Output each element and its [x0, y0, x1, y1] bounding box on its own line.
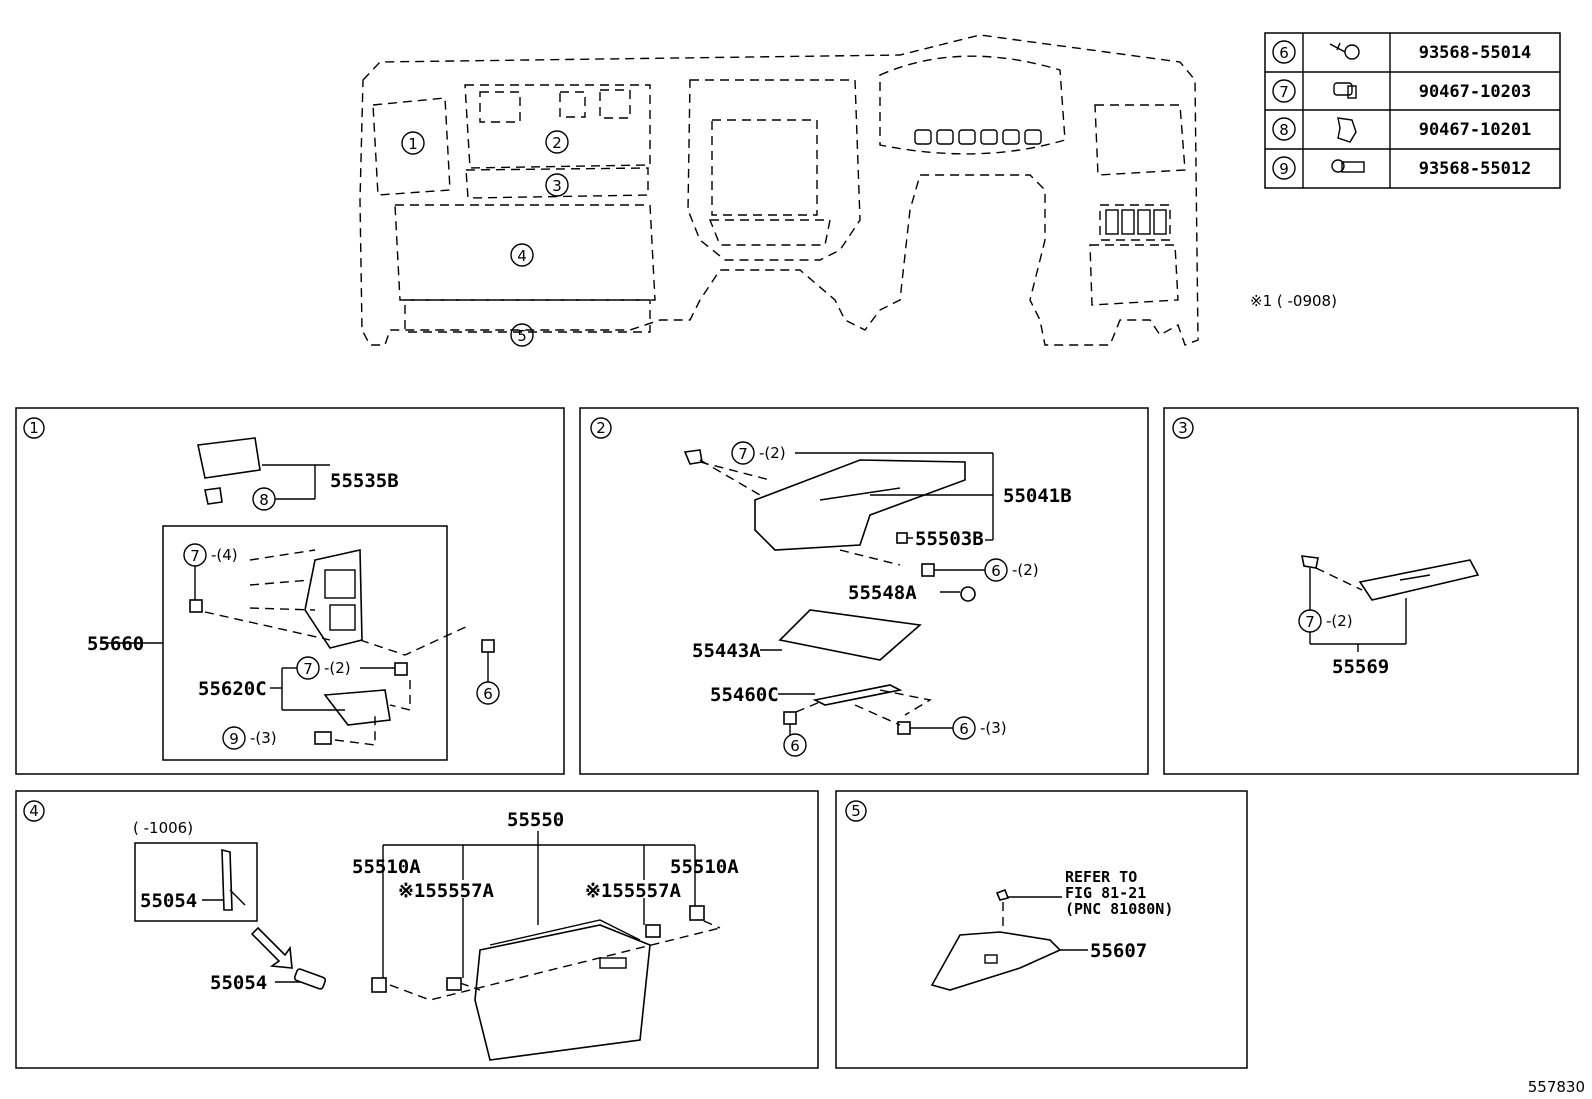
table-ref-9: 9: [1279, 160, 1289, 178]
p3-qty-7: -(2): [1326, 612, 1353, 630]
p4-part-55510A-left: 55510A: [352, 856, 421, 878]
p4-part-55550: 55550: [507, 809, 564, 831]
p4-part-55054b: 55054: [210, 972, 267, 994]
overview-note: ※1 ( -0908): [1250, 292, 1337, 310]
p2-callout-6b: 6: [790, 737, 800, 755]
panel-1: 1 8 55535B 7 -(4) 55660 7 -(2): [15, 407, 565, 775]
bolt-icon: [1331, 159, 1365, 173]
p4-part-55054a: 55054: [140, 890, 197, 912]
overview-callout-2: 2: [545, 130, 569, 154]
svg-text:1: 1: [408, 135, 418, 153]
p4-part-55557A-right: ※155557A: [585, 880, 682, 902]
table-part-6: 93568-55014: [1419, 43, 1532, 63]
overview-callout-4: 4: [510, 243, 534, 267]
instrument-cluster: [879, 55, 1066, 155]
side-trim-part: [197, 437, 261, 479]
p1-callout-6: 6: [483, 685, 493, 703]
side-vent-part: [304, 549, 363, 649]
lower-strip-part: [1358, 559, 1480, 601]
figure-number: 557830: [1528, 1078, 1585, 1096]
p1-qty-9: -(3): [250, 729, 277, 747]
fastener-table: 6 93568-55014 7 90467-10203 8 90467-1020…: [1264, 32, 1561, 189]
p2-part-55503B: 55503B: [915, 528, 984, 550]
lower-cover-part: [930, 931, 1062, 991]
p2-part-55443A: 55443A: [692, 640, 761, 662]
glove-box-area: [394, 204, 656, 301]
replacement-arrow-icon: [250, 926, 293, 969]
glove-box-part: [474, 924, 651, 1061]
p1-part-55620C: 55620C: [198, 678, 267, 700]
svg-text:3: 3: [552, 177, 562, 195]
svg-text:4: 4: [517, 247, 527, 265]
panel-2-id: 2: [596, 419, 606, 437]
p1-callout-8: 8: [259, 491, 269, 509]
p2-qty-6a: -(2): [1012, 561, 1039, 579]
panel-4-id: 4: [29, 802, 39, 820]
p1-part-55535B: 55535B: [330, 470, 399, 492]
bracket-part: [812, 684, 903, 706]
panel-3: 3 7 -(2) 55569: [1163, 407, 1579, 775]
p1-callout-7a: 7: [190, 547, 200, 565]
p2-part-55041B: 55041B: [1003, 485, 1072, 507]
table-ref-8: 8: [1279, 121, 1289, 139]
dashboard-outline: [359, 34, 1199, 346]
lower-strip: [465, 167, 649, 199]
lower-trim: [404, 299, 651, 333]
p5-ref-line2: FIG 81-21: [1065, 884, 1146, 902]
left-vent-area: [372, 97, 451, 196]
overview-callout-1: 1: [401, 131, 425, 155]
center-stack: [687, 79, 861, 261]
screw-icon: [1329, 42, 1360, 60]
panel-5-id: 5: [851, 802, 861, 820]
table-part-7: 90467-10203: [1419, 82, 1532, 102]
p4-range: ( -1006): [133, 819, 193, 837]
overview-callout-3: 3: [545, 173, 569, 197]
panel-1-id: 1: [29, 419, 39, 437]
right-vent-area: [1094, 104, 1186, 176]
dashboard-overview: 1 2 3 4 5 ※1 ( -0908): [359, 34, 1337, 347]
table-part-9: 93568-55012: [1419, 159, 1532, 179]
outlet-part: [323, 689, 391, 726]
table-ref-7: 7: [1279, 83, 1289, 101]
p5-part-55607: 55607: [1090, 940, 1147, 962]
p2-qty-6c: -(3): [980, 719, 1007, 737]
panel-5: 5 REFER TO FIG 81-21 (PNC 81080N) 55607: [835, 790, 1248, 1069]
p1-callout-7b: 7: [303, 660, 313, 678]
p2-part-55460C: 55460C: [710, 684, 779, 706]
p4-part-55510A-right: 55510A: [670, 856, 739, 878]
damper-part: [221, 848, 233, 911]
svg-text:5: 5: [517, 327, 527, 345]
nut-clip-icon: [1337, 117, 1357, 143]
svg-text:2: 2: [552, 134, 562, 152]
p3-callout-7: 7: [1305, 613, 1315, 631]
p5-ref-line1: REFER TO: [1065, 868, 1137, 886]
upper-cover-part: [754, 459, 966, 551]
panel-4: 4 ( -1006) 55054 55054 55550 555: [15, 790, 819, 1069]
p1-callout-9: 9: [229, 730, 239, 748]
p1-qty-7a: -(4): [211, 546, 238, 564]
p5-ref-line3: (PNC 81080N): [1065, 900, 1173, 918]
p4-part-55557A-left: ※155557A: [398, 880, 495, 902]
overview-callout-5: 5: [510, 323, 534, 347]
table-part-8: 90467-10201: [1419, 120, 1532, 140]
upper-center-panel: [464, 84, 651, 169]
p1-qty-7b: -(2): [324, 659, 351, 677]
p2-callout-6a: 6: [991, 562, 1001, 580]
tray-mat-part: [778, 609, 922, 661]
p2-qty-7: -(2): [759, 444, 786, 462]
p1-part-55660: 55660: [87, 633, 144, 655]
p3-part-55569: 55569: [1332, 656, 1389, 678]
p2-callout-6c: 6: [959, 720, 969, 738]
panel-2: 2 7 -(2) 55041B 55503B 6 -(2) 55548A 554…: [579, 407, 1149, 775]
clip-icon: [1333, 82, 1357, 99]
table-ref-6: 6: [1279, 44, 1289, 62]
p2-part-55548A: 55548A: [848, 582, 917, 604]
panel-3-id: 3: [1178, 419, 1188, 437]
p2-callout-7: 7: [738, 445, 748, 463]
